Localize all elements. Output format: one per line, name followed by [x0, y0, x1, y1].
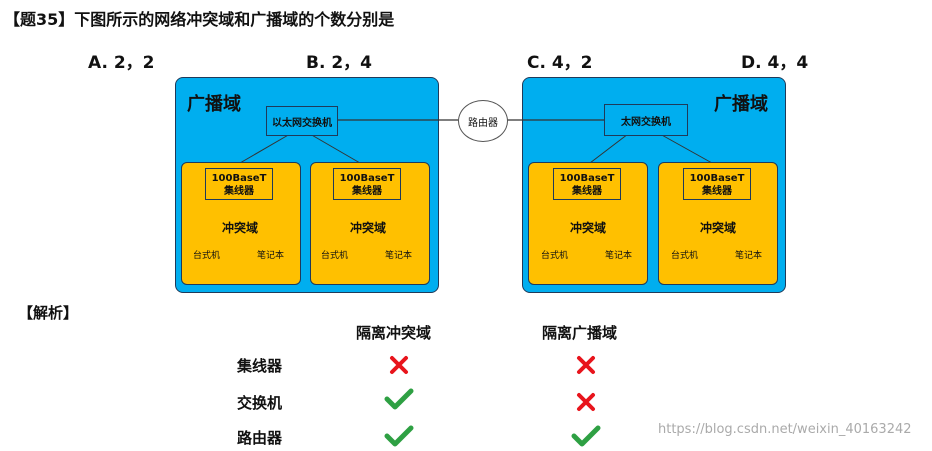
hub-4: 100BaseT 集线器: [683, 168, 751, 200]
option-d: D. 4，4: [741, 53, 809, 73]
option-a: A. 2，2: [88, 53, 155, 73]
ethernet-switch-left: 以太网交换机: [266, 106, 338, 136]
analysis-title: 【解析】: [18, 304, 79, 322]
question-text: 【题35】下图所示的网络冲突域和广播域的个数分别是: [4, 10, 395, 29]
watermark: https://blog.csdn.net/weixin_40163242: [658, 422, 912, 437]
check-icon: [384, 425, 414, 447]
hub-2: 100BaseT 集线器: [333, 168, 401, 200]
ethernet-switch-right: 太网交换机: [604, 104, 688, 136]
broadcast-label-right: 广播域: [714, 94, 768, 115]
hub-3: 100BaseT 集线器: [553, 168, 621, 200]
cross-icon: [390, 356, 408, 374]
cross-icon: [577, 393, 595, 411]
row-label-router: 路由器: [237, 429, 283, 447]
column-header-collision: 隔离冲突域: [356, 324, 432, 342]
hub-3-line2: 集线器: [572, 186, 602, 197]
column-header-broadcast: 隔离广播域: [542, 324, 618, 342]
cross-icon: [577, 356, 595, 374]
desktop-2: 台式机: [321, 251, 349, 261]
hub-2-line1: 100BaseT: [339, 173, 395, 184]
row-label-switch: 交换机: [237, 394, 283, 412]
check-icon: [384, 388, 414, 410]
check-icon: [571, 425, 601, 447]
row-label-hub: 集线器: [237, 357, 283, 375]
collision-domain-3: [528, 162, 648, 285]
broadcast-label-left: 广播域: [187, 94, 241, 115]
laptop-1: 笔记本: [257, 251, 285, 261]
laptop-2: 笔记本: [385, 251, 413, 261]
hub-1-line2: 集线器: [224, 186, 254, 197]
hub-1-line1: 100BaseT: [211, 173, 267, 184]
collision-domain-4: [658, 162, 778, 285]
desktop-3: 台式机: [541, 251, 569, 261]
hub-1: 100BaseT 集线器: [205, 168, 273, 200]
hub-4-line1: 100BaseT: [689, 173, 745, 184]
router: 路由器: [458, 100, 508, 142]
hub-2-line2: 集线器: [352, 186, 382, 197]
collision-label-1: 冲突域: [222, 221, 259, 235]
option-b: B. 2，4: [306, 53, 372, 73]
laptop-3: 笔记本: [605, 251, 633, 261]
collision-label-2: 冲突域: [350, 221, 387, 235]
collision-domain-1: [181, 162, 301, 285]
collision-domain-2: [310, 162, 430, 285]
collision-label-3: 冲突域: [570, 221, 607, 235]
option-c: C. 4，2: [527, 53, 593, 73]
collision-label-4: 冲突域: [700, 221, 737, 235]
hub-4-line2: 集线器: [702, 186, 732, 197]
desktop-4: 台式机: [671, 251, 699, 261]
laptop-4: 笔记本: [735, 251, 763, 261]
hub-3-line1: 100BaseT: [559, 173, 615, 184]
desktop-1: 台式机: [193, 251, 221, 261]
